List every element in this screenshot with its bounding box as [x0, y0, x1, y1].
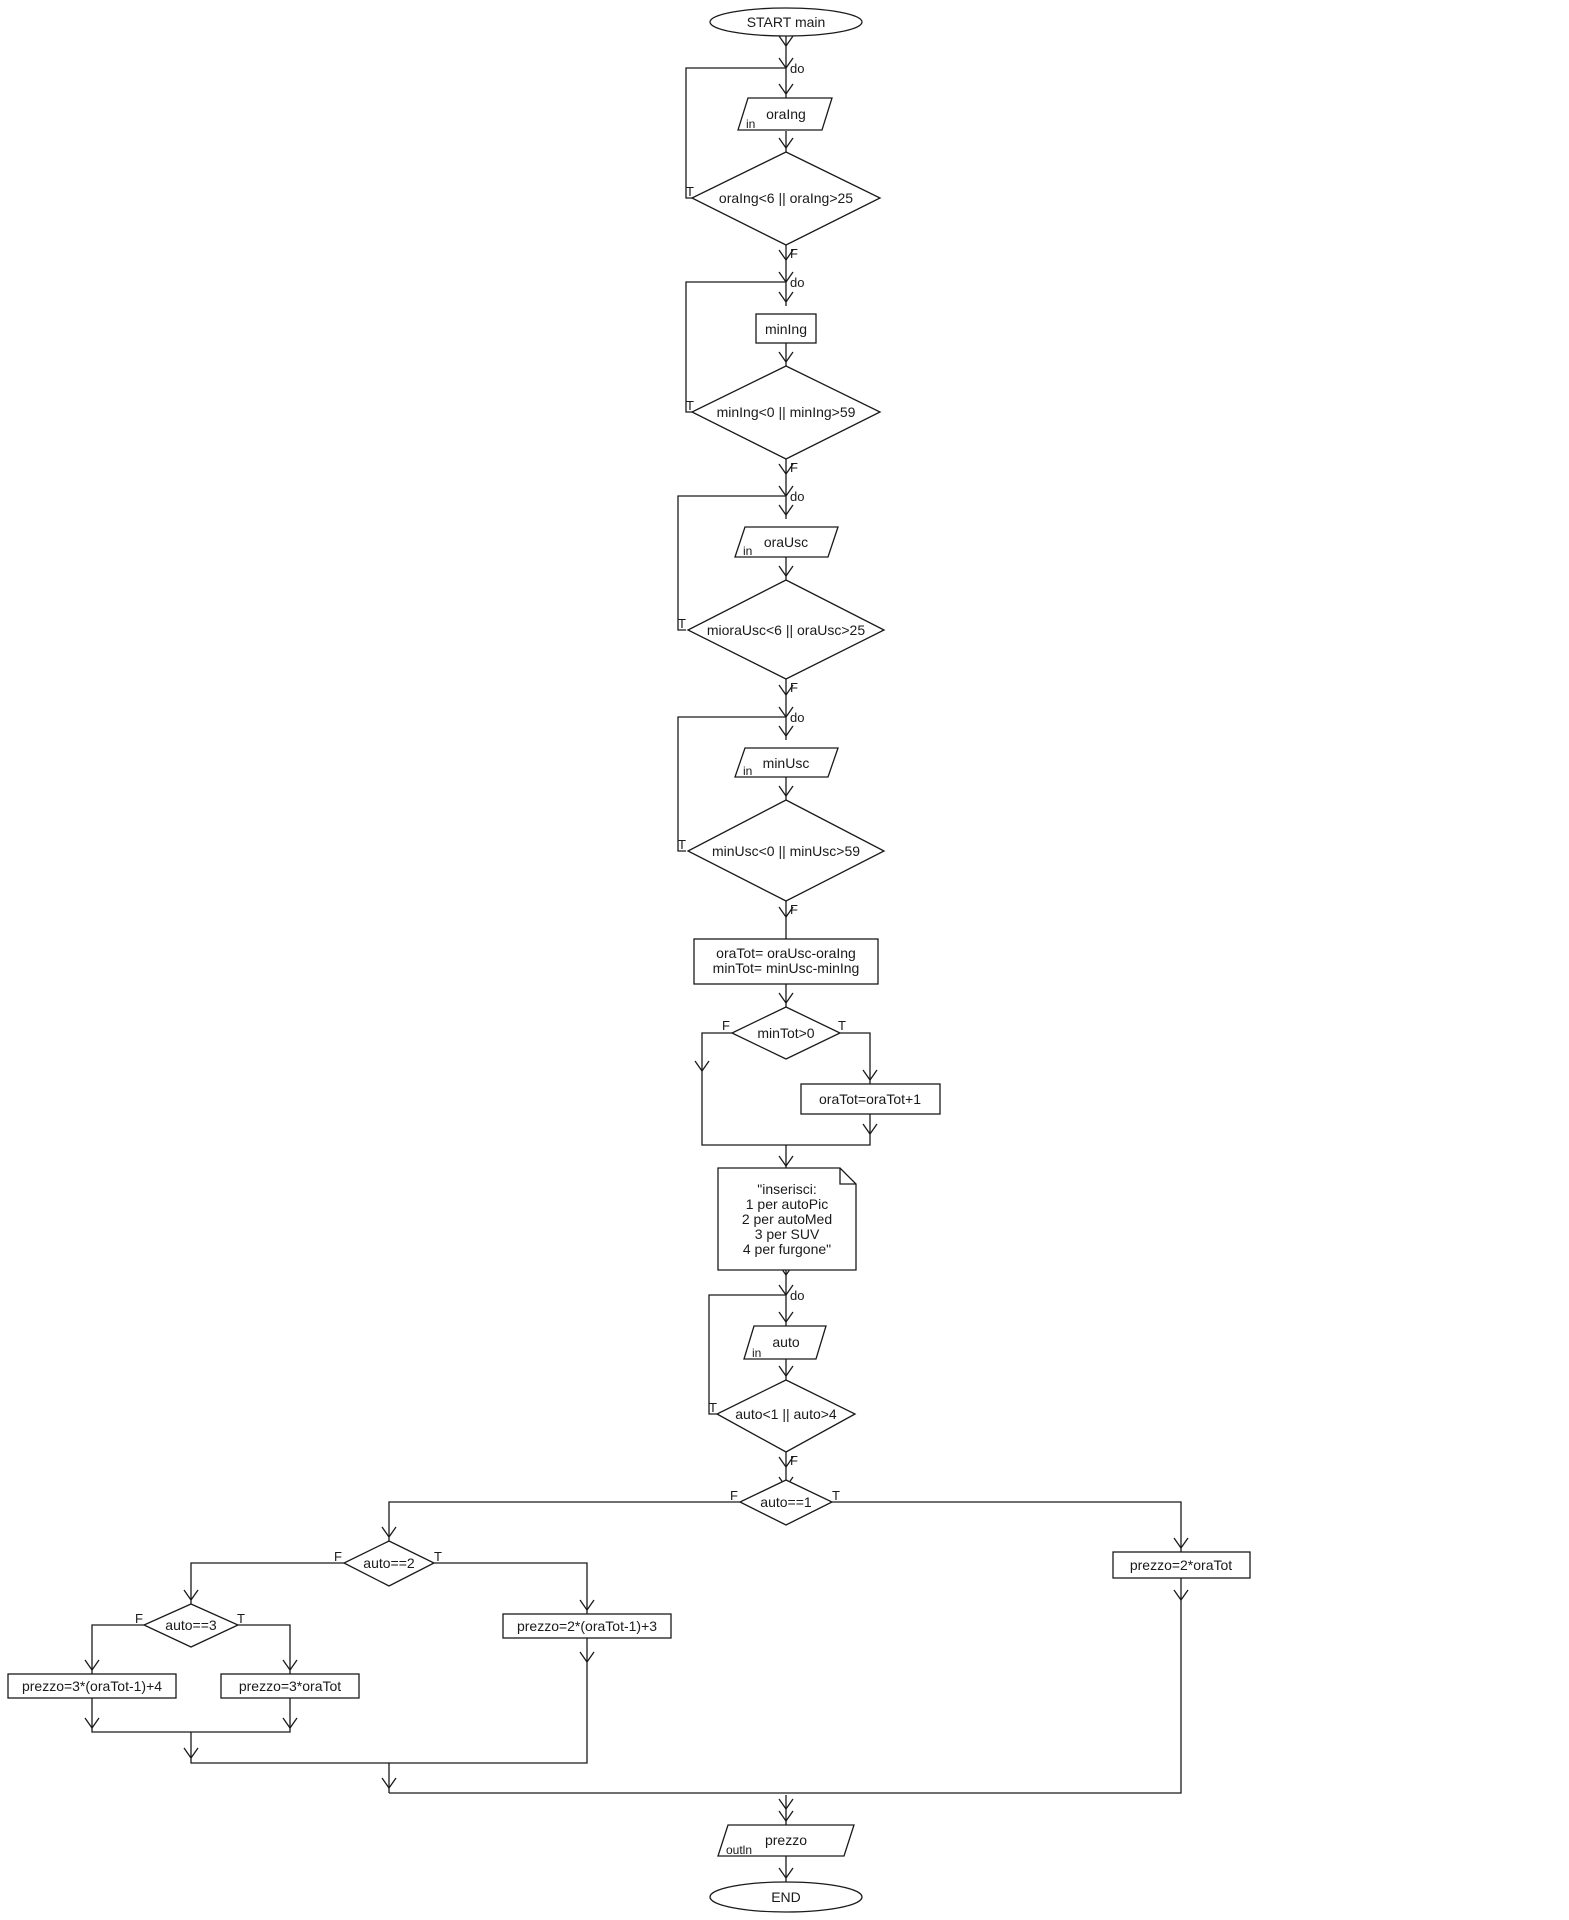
condition-minTot-label: minTot>0 [757, 1025, 814, 1041]
process-prezzo-auto2 [502, 1613, 672, 1639]
do-label-4: do [790, 710, 804, 725]
do-label-2: do [790, 275, 804, 290]
process-minIng-label: minIng [765, 321, 807, 337]
input-minUsc-label: minUsc [763, 755, 810, 771]
true-label-auto3: T [237, 1611, 245, 1626]
condition-auto1 [738, 1479, 834, 1526]
true-label-1: T [686, 184, 694, 199]
condition-auto-label: auto<1 || auto>4 [735, 1406, 837, 1422]
condition-minIng [690, 365, 882, 460]
true-label-3: T [678, 616, 686, 631]
input-keyword-1: in [746, 117, 755, 131]
note-line-1: "inserisci: [757, 1181, 816, 1197]
output-prezzo [717, 1824, 855, 1857]
note-inserisci [717, 1167, 857, 1271]
input-oraUsc-label: oraUsc [764, 534, 808, 550]
process-calc-line1: oraTot= oraUsc-oraIng [716, 945, 856, 961]
true-label-auto1: T [832, 1488, 840, 1503]
false-label-minTot: F [722, 1018, 730, 1033]
false-label-4: F [790, 902, 798, 917]
true-label-auto2: T [434, 1549, 442, 1564]
arrowheads [84, 35, 1189, 1879]
condition-oraUsc [686, 579, 886, 680]
input-oraIng-label: oraIng [766, 106, 806, 122]
note-line-4: 3 per SUV [755, 1226, 820, 1242]
input-keyword-3: in [743, 544, 752, 558]
condition-auto3-label: auto==3 [165, 1617, 217, 1633]
start-label: START main [747, 14, 826, 30]
process-oraTot-increment [800, 1083, 941, 1115]
condition-minTot [730, 1006, 842, 1060]
input-oraIng [737, 97, 833, 131]
input-keyword-5: in [752, 1346, 761, 1360]
condition-auto2 [342, 1540, 436, 1587]
condition-auto2-label: auto==2 [363, 1555, 415, 1571]
input-minUsc [734, 747, 839, 778]
start-terminal [709, 7, 863, 37]
process-prezzo-auto1-label: prezzo=2*oraTot [1130, 1557, 1232, 1573]
process-prezzo-auto3-label: prezzo=3*oraTot [239, 1678, 341, 1694]
note-line-2: 1 per autoPic [746, 1196, 829, 1212]
end-terminal [709, 1881, 863, 1913]
false-label-3: F [790, 680, 798, 695]
do-label-5: do [790, 1288, 804, 1303]
condition-auto3 [142, 1603, 240, 1648]
input-keyword-4: in [743, 764, 752, 778]
note-line-3: 2 per autoMed [742, 1211, 832, 1227]
note-line-5: 4 per furgone" [743, 1241, 831, 1257]
process-minIng [755, 313, 817, 344]
process-calc [693, 938, 879, 985]
process-prezzo-auto3 [220, 1673, 360, 1699]
process-prezzo-auto1 [1112, 1551, 1251, 1579]
false-label-auto1: F [730, 1488, 738, 1503]
true-label-2: T [686, 398, 694, 413]
true-label-4: T [678, 837, 686, 852]
output-prezzo-label: prezzo [765, 1832, 807, 1848]
do-label-1: do [790, 61, 804, 76]
condition-auto [715, 1379, 857, 1453]
do-label-3: do [790, 489, 804, 504]
process-calc-line2: minTot= minUsc-minIng [713, 960, 860, 976]
condition-oraUsc-label: mioraUsc<6 || oraUsc>25 [707, 622, 865, 638]
false-label-auto3: F [135, 1611, 143, 1626]
input-auto [743, 1325, 827, 1360]
process-prezzo-auto2-label: prezzo=2*(oraTot-1)+3 [517, 1618, 657, 1634]
condition-oraIng [690, 151, 882, 246]
end-label: END [771, 1889, 801, 1905]
condition-minIng-label: minIng<0 || minIng>59 [717, 404, 856, 420]
process-oraTot-increment-label: oraTot=oraTot+1 [819, 1091, 921, 1107]
condition-minUsc [686, 799, 886, 902]
condition-minUsc-label: minUsc<0 || minUsc>59 [712, 843, 860, 859]
process-prezzo-auto4 [7, 1673, 177, 1699]
output-keyword: outln [726, 1843, 752, 1857]
false-label-auto2: F [334, 1549, 342, 1564]
false-label-1: F [790, 246, 798, 261]
process-prezzo-auto4-label: prezzo=3*(oraTot-1)+4 [22, 1678, 162, 1694]
condition-oraIng-label: oraIng<6 || oraIng>25 [719, 190, 853, 206]
input-auto-label: auto [772, 1334, 799, 1350]
condition-auto1-label: auto==1 [760, 1494, 812, 1510]
connector-lines [91, 35, 1182, 1882]
true-label-minTot: T [838, 1018, 846, 1033]
false-label-2: F [790, 460, 798, 475]
input-oraUsc [734, 526, 839, 558]
false-label-5: F [790, 1453, 798, 1468]
true-label-5: T [709, 1400, 717, 1415]
